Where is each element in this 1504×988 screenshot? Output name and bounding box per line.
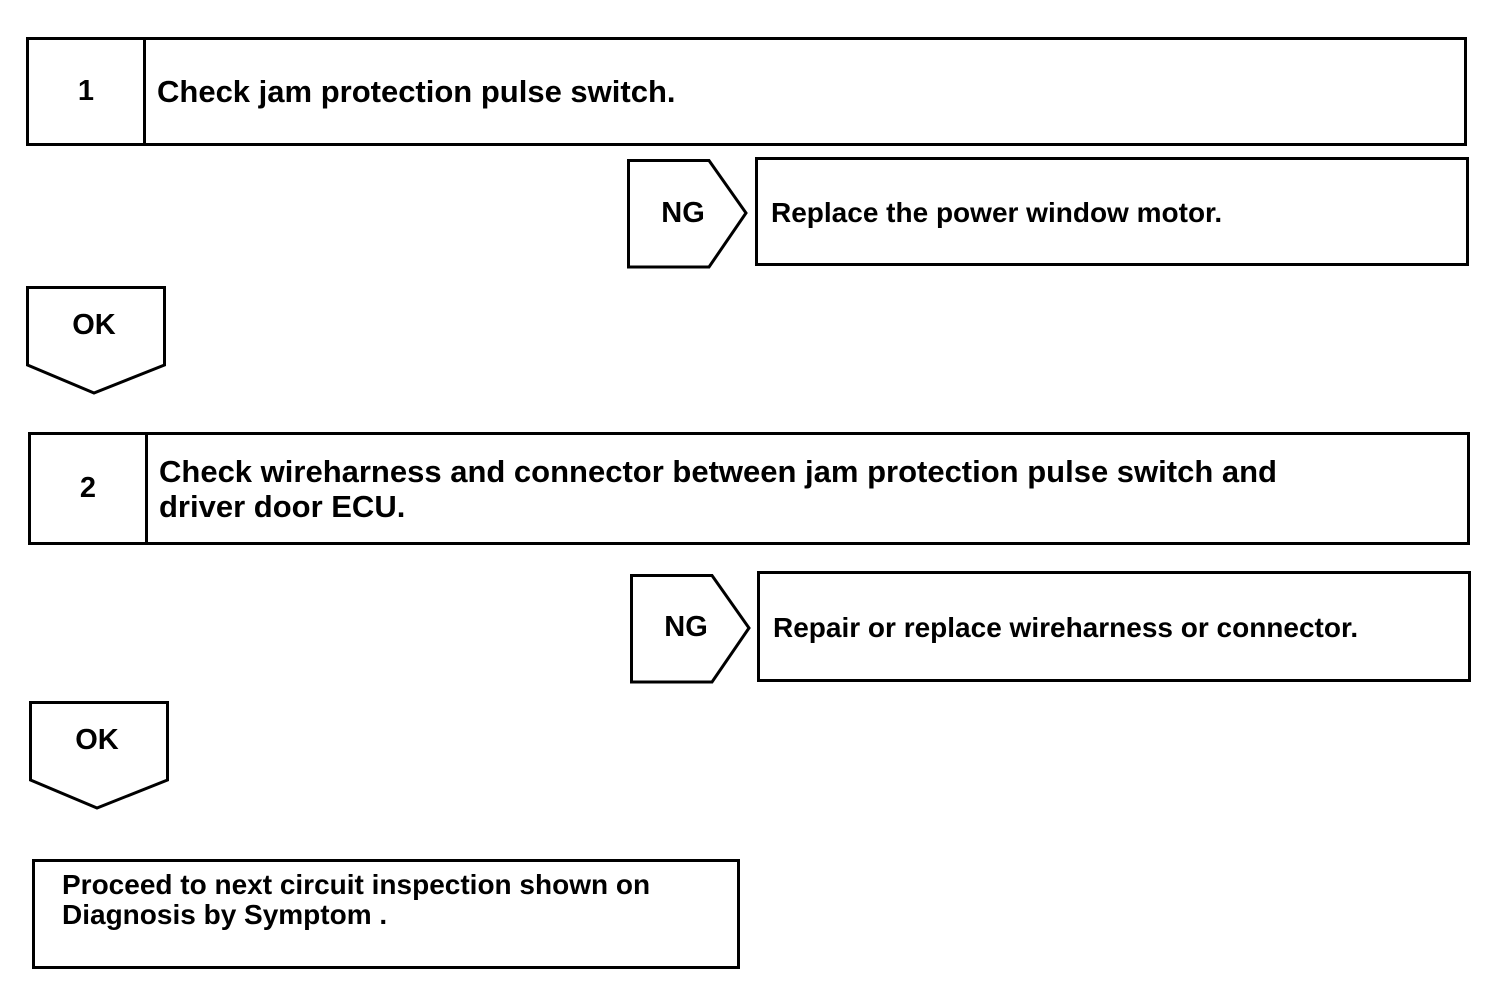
- step-1-ng-arrow: NG: [627, 159, 748, 269]
- step-1-ok-arrow: OK: [26, 286, 166, 396]
- step-1-ng-action-box: Replace the power window motor.: [755, 157, 1469, 266]
- final-text-line-2: Diagnosis by Symptom .: [62, 899, 388, 930]
- step-1-ng-label: NG: [661, 197, 705, 229]
- step-2-text-line-2: driver door ECU.: [159, 489, 406, 524]
- step-2-ng-label: NG: [664, 611, 708, 643]
- step-2-ng-arrow: NG: [630, 574, 751, 684]
- step-2-box: 2 Check wireharness and connector betwee…: [28, 432, 1470, 545]
- step-1-box: 1 Check jam protection pulse switch.: [26, 37, 1467, 146]
- step-2-ok-label: OK: [75, 724, 119, 756]
- ok-arrow-shape-1: [26, 286, 166, 395]
- step-2-ng-action-box: Repair or replace wireharness or connect…: [757, 571, 1471, 682]
- step-2-ng-action-text: Repair or replace wireharness or connect…: [773, 612, 1359, 643]
- step-2-text: Check wireharness and connector between …: [148, 435, 1467, 542]
- final-box: Proceed to next circuit inspection shown…: [32, 859, 740, 969]
- step-1-ng-action-text: Replace the power window motor.: [771, 197, 1223, 228]
- step-1-ok-label: OK: [72, 309, 116, 341]
- step-2-number: 2: [31, 435, 148, 542]
- ng-arrow-shape-2: [630, 574, 751, 684]
- step-1-number: 1: [29, 40, 146, 143]
- step-2-ok-arrow: OK: [29, 701, 169, 811]
- step-1-text: Check jam protection pulse switch.: [157, 74, 676, 109]
- final-text-line-1: Proceed to next circuit inspection shown…: [62, 869, 651, 900]
- ok-arrow-shape-2: [29, 701, 169, 810]
- step-2-text-line-1: Check wireharness and connector between …: [159, 454, 1277, 489]
- ng-arrow-shape-1: [627, 159, 748, 269]
